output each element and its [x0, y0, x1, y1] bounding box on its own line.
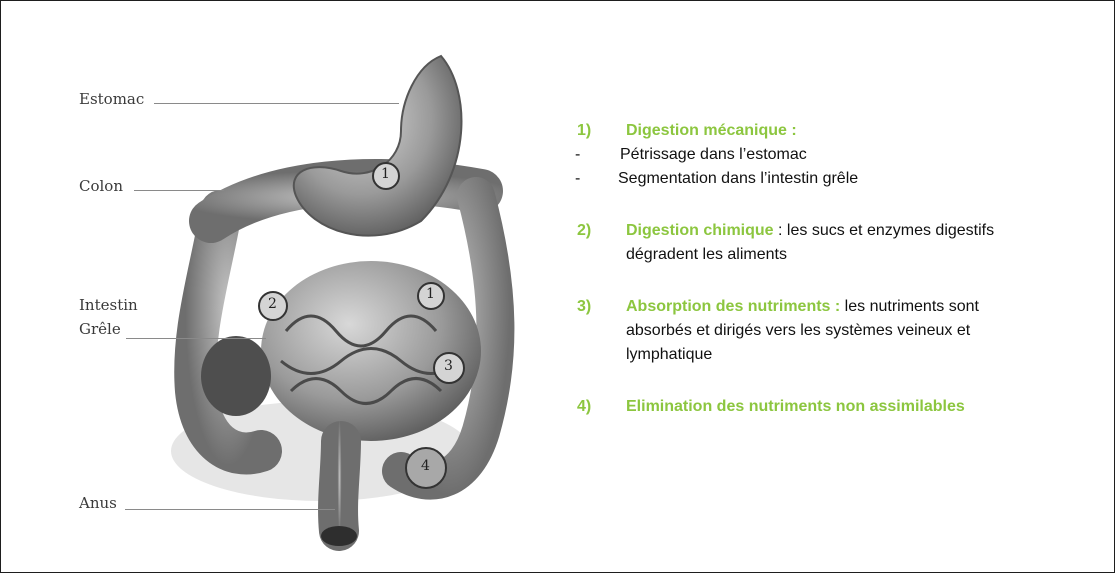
bullet-text: Segmentation dans l’intestin grêle	[618, 167, 858, 191]
step-1: 1) Digestion mécanique : - Pétrissage da…	[571, 119, 1091, 191]
step-description-continued: lymphatique	[626, 343, 712, 367]
step-title: Absorption des nutriments :	[626, 298, 840, 315]
digestion-steps: 1) Digestion mécanique : - Pétrissage da…	[571, 119, 1091, 419]
step-description-continued: dégradent les aliments	[626, 243, 787, 267]
step-description-continued: absorbés et dirigés vers les systèmes ve…	[626, 319, 970, 343]
step-title: Elimination des nutriments non assimilab…	[626, 395, 965, 419]
step-2: 2) Digestion chimique : les sucs et enzy…	[571, 219, 1091, 267]
leader-estomac	[154, 103, 399, 104]
leader-intestin	[126, 338, 266, 339]
marker-number: 3	[444, 358, 453, 374]
step-title: Digestion chimique	[626, 222, 774, 239]
marker-number: 1	[381, 166, 390, 182]
step-number: 3)	[577, 295, 591, 319]
step-title-line: Digestion chimique : les sucs et enzymes…	[626, 219, 994, 243]
step-3: 3) Absorption des nutriments : les nutri…	[571, 295, 1091, 367]
leader-anus	[125, 509, 335, 510]
label-estomac: Estomac	[79, 89, 144, 110]
step-description: les nutriments sont	[840, 298, 979, 315]
bullet-dash: -	[575, 143, 580, 167]
step-number: 2)	[577, 219, 591, 243]
label-anus: Anus	[79, 493, 117, 514]
step-number: 1)	[577, 119, 591, 143]
marker-number: 4	[421, 458, 430, 474]
step-description: : les sucs et enzymes digestifs	[774, 222, 995, 239]
label-grele: Grêle	[79, 319, 121, 340]
label-intestin: Intestin	[79, 295, 138, 316]
bullet-dash: -	[575, 167, 580, 191]
step-title: Digestion mécanique :	[626, 119, 797, 143]
bullet-text: Pétrissage dans l’estomac	[620, 143, 807, 167]
digestive-system-illustration: 1 1 2 3 4	[71, 31, 551, 561]
step-title-line: Absorption des nutriments : les nutrimen…	[626, 295, 979, 319]
marker-number: 1	[426, 286, 435, 302]
digestive-tract-drawing	[71, 31, 551, 561]
step-number: 4)	[577, 395, 591, 419]
leader-colon	[134, 190, 224, 191]
label-colon: Colon	[79, 176, 123, 197]
marker-number: 2	[268, 296, 277, 312]
step-4: 4) Elimination des nutriments non assimi…	[571, 395, 1091, 419]
